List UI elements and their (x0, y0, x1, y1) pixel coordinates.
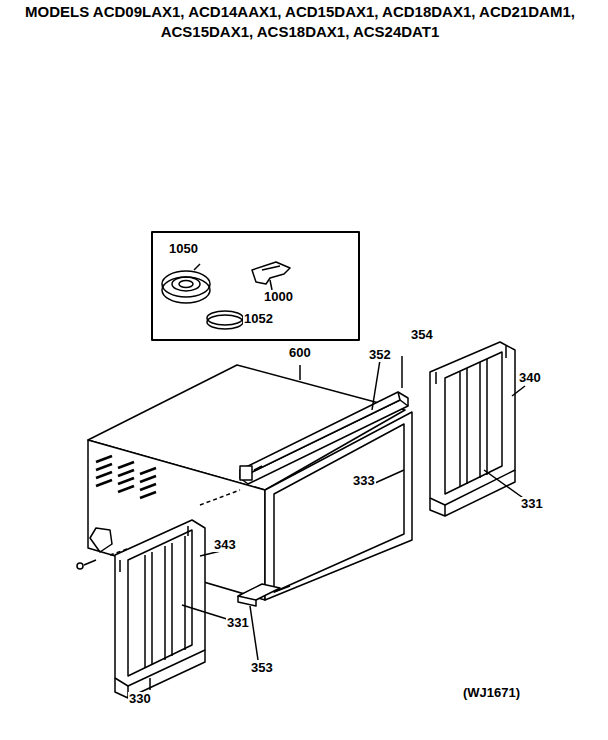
callout-number: 353 (250, 661, 274, 675)
callout-number: 330 (128, 692, 152, 706)
callout-number: 352 (368, 348, 392, 362)
callout-number: 333 (352, 474, 376, 488)
callout-number: 331 (520, 497, 544, 511)
callout-number: 1000 (263, 290, 294, 304)
callout-number: 600 (288, 346, 312, 360)
model-list-title: MODELS ACD09LAX1, ACD14AAX1, ACD15DAX1, … (20, 2, 580, 42)
callout-number: 1052 (243, 312, 274, 326)
callout-number: 354 (410, 328, 434, 342)
drawing-code: (WJ1671) (462, 686, 521, 700)
callout-number: 331 (226, 616, 250, 630)
callout-number: 340 (518, 371, 542, 385)
callout-number: 343 (213, 538, 237, 552)
callout-number: 1050 (168, 242, 199, 256)
